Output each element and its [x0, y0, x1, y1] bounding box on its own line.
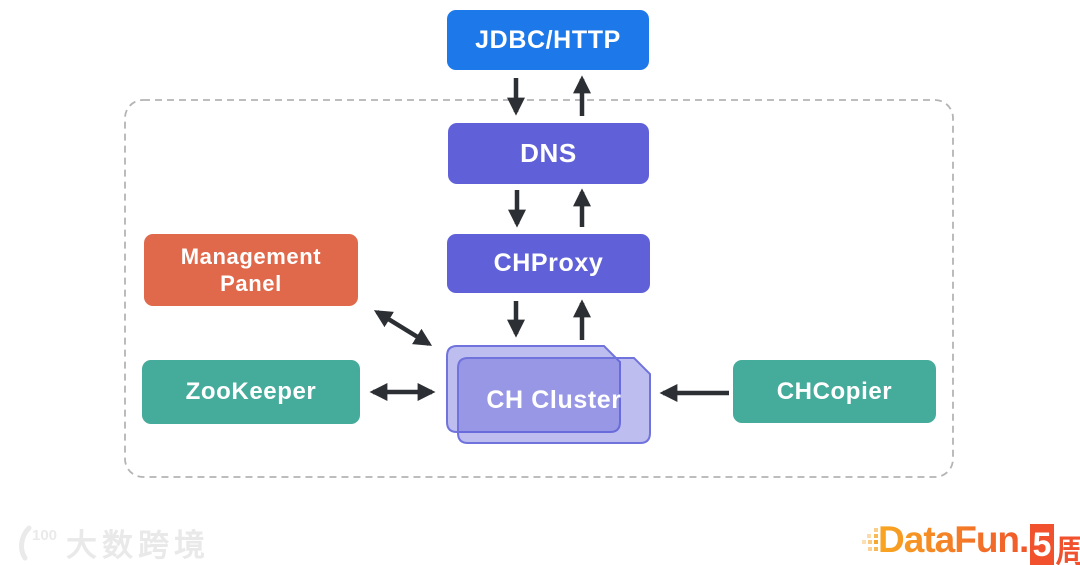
- node-ch-cluster-label: CH Cluster: [454, 386, 654, 414]
- watermark-text: 大数跨境: [66, 528, 210, 563]
- datafun-badge: 5: [1030, 524, 1054, 565]
- ch-cluster-front-box: [457, 357, 651, 444]
- arrow-management-cluster: [373, 310, 433, 346]
- node-chcopier: CHCopier: [733, 360, 936, 423]
- node-ch-cluster: [446, 345, 651, 444]
- node-management-panel: Management Panel: [144, 234, 358, 306]
- node-jdbc-http: JDBC/HTTP: [447, 10, 649, 70]
- ch-cluster-back-box: [446, 345, 621, 433]
- watermark-logo-number: 100: [32, 527, 57, 544]
- datafun-suffix-text: 周年: [1055, 534, 1080, 565]
- node-zookeeper-label: ZooKeeper: [185, 378, 317, 405]
- ch-cluster-text: CH Cluster: [486, 385, 622, 414]
- node-chproxy: CHProxy: [447, 234, 650, 293]
- node-jdbc-http-label: JDBC/HTTP: [475, 25, 621, 54]
- node-dns-label: DNS: [520, 138, 577, 168]
- node-management-panel-label: Management Panel: [180, 243, 322, 297]
- node-chproxy-label: CHProxy: [493, 249, 604, 277]
- watermark: 100 大数跨境: [12, 520, 210, 565]
- node-dns: DNS: [448, 123, 649, 184]
- watermark-logo-icon: 100: [19, 525, 57, 560]
- node-zookeeper: ZooKeeper: [142, 360, 360, 424]
- datafun-logo: DataFun. 5 周年: [862, 517, 1080, 565]
- node-chcopier-label: CHCopier: [776, 377, 893, 405]
- datafun-brand-text: DataFun.: [878, 517, 1029, 563]
- datafun-dots-icon: [862, 528, 878, 551]
